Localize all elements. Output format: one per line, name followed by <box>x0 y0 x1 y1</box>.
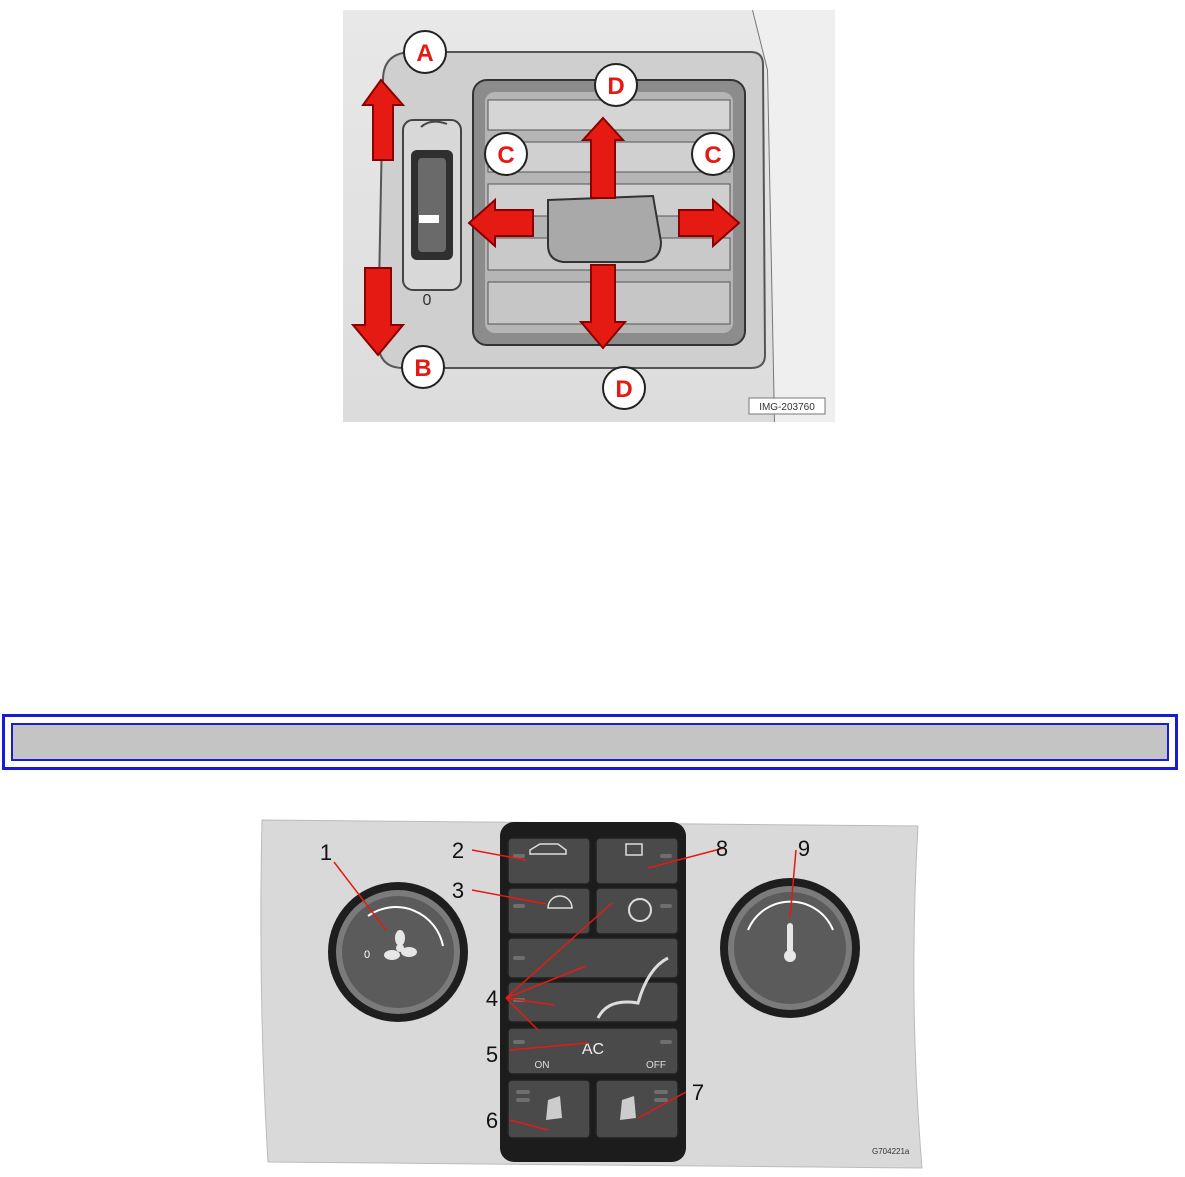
callout-2: 2 <box>452 838 464 863</box>
seat-heater-icon <box>620 1096 636 1120</box>
thumbwheel-zero-label: 0 <box>423 292 432 309</box>
arrow-right-icon <box>678 197 741 249</box>
section-header-inner <box>11 723 1169 761</box>
thermometer-icon <box>784 923 796 962</box>
callout-8: 8 <box>716 836 728 861</box>
arrow-up-icon <box>580 116 626 199</box>
direction-arrows <box>350 78 741 357</box>
callout-c-right <box>691 132 735 176</box>
airflow-upper-button[interactable] <box>507 937 679 979</box>
windshield-defroster-icon <box>547 895 573 909</box>
callout-d-bottom-label: D <box>615 376 632 403</box>
fan-speed-knob[interactable]: 0 <box>328 882 468 1022</box>
callout-6: 6 <box>486 1108 498 1133</box>
vent-direction-knob[interactable] <box>547 194 663 263</box>
temperature-knob[interactable] <box>720 878 860 1018</box>
vent-callouts <box>401 30 735 410</box>
callout-d-top <box>594 63 638 107</box>
arrow-down-icon <box>350 267 406 357</box>
fan-icon <box>384 930 417 960</box>
callout-a-label: A <box>416 40 433 67</box>
climate-control-panel-illustration: 0 <box>260 819 923 1169</box>
callout-b <box>401 345 445 389</box>
air-vent-illustration: 0 A B C C D D IMG-203760 <box>343 10 835 422</box>
callout-c-left-label: C <box>497 142 514 169</box>
occupant-head-icon <box>628 898 652 922</box>
ac-on-label: ON <box>535 1060 550 1071</box>
seat-heater-icons <box>546 1096 636 1120</box>
airflow-windshield-button[interactable] <box>595 887 679 935</box>
callout-5: 5 <box>486 1042 498 1067</box>
callout-d-top-label: D <box>607 73 624 100</box>
seat-heater-icon <box>546 1096 562 1120</box>
ac-off-label: OFF <box>646 1060 666 1071</box>
fan-knob-zero-label: 0 <box>364 949 370 961</box>
occupant-body-icon <box>596 956 669 1019</box>
windshield-defroster-button[interactable] <box>507 887 591 935</box>
callout-a <box>403 30 447 74</box>
callout-1: 1 <box>320 840 332 865</box>
recirculation-button[interactable] <box>507 837 591 885</box>
callout-c-right-label: C <box>704 142 721 169</box>
section-header-bar <box>2 714 1178 770</box>
arrow-up-icon <box>361 78 406 161</box>
callout-d-bottom <box>602 366 646 410</box>
callout-leaders <box>333 847 797 1131</box>
arrow-left-icon <box>467 197 534 249</box>
right-seat-heater-button[interactable] <box>595 1079 679 1139</box>
arrow-down-icon <box>578 264 628 350</box>
callout-4: 4 <box>486 986 498 1011</box>
vent-image-id: IMG-203760 <box>759 402 815 413</box>
ac-label: AC <box>582 1041 604 1058</box>
callout-b-label: B <box>414 355 431 382</box>
callout-c-left <box>484 132 528 176</box>
airflow-lower-button[interactable] <box>507 981 679 1023</box>
recirculation-icon <box>529 843 567 855</box>
callout-7: 7 <box>692 1080 704 1105</box>
panel-image-id: G704221a <box>872 1147 910 1156</box>
thumbwheel-indicator <box>419 215 439 223</box>
rear-defroster-icon <box>625 843 643 856</box>
callout-3: 3 <box>452 878 464 903</box>
callout-9: 9 <box>798 836 810 861</box>
ac-button[interactable] <box>507 1027 679 1075</box>
rear-defroster-button[interactable] <box>595 837 679 885</box>
